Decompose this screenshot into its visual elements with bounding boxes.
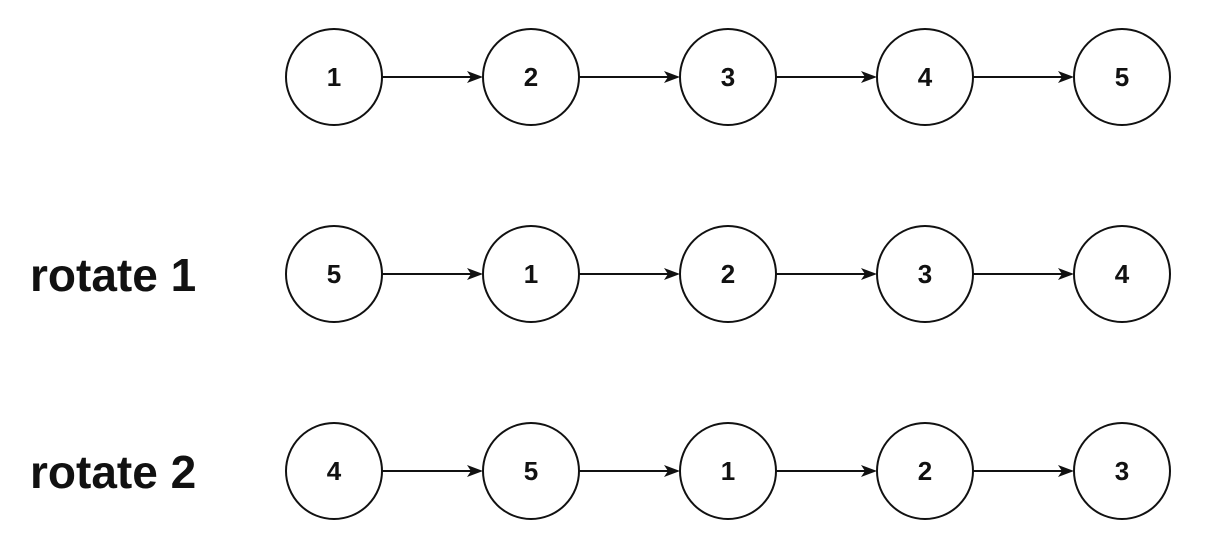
- list-row-1: 1 2 3 4 5: [285, 28, 1171, 126]
- list-node: 3: [679, 28, 777, 126]
- link-arrow: [973, 71, 1074, 83]
- arrow-head: [861, 71, 877, 83]
- node-value: 4: [918, 62, 933, 92]
- node-circle: [1073, 225, 1171, 323]
- list-node: 5: [482, 422, 580, 520]
- node-circle: [876, 28, 974, 126]
- link-arrow: [579, 465, 680, 477]
- node-value: 4: [1115, 259, 1130, 289]
- node-circle: [285, 28, 383, 126]
- node-value: 2: [524, 62, 538, 92]
- list-node: 2: [876, 422, 974, 520]
- arrow-head: [664, 71, 680, 83]
- arrow-head: [861, 268, 877, 280]
- list-node: 2: [482, 28, 580, 126]
- list-node: 4: [876, 28, 974, 126]
- arrow-head: [861, 465, 877, 477]
- link-arrow: [382, 71, 483, 83]
- list-node: 5: [1073, 28, 1171, 126]
- link-arrow: [776, 268, 877, 280]
- node-value: 1: [524, 259, 538, 289]
- node-circle: [1073, 422, 1171, 520]
- list-node: 4: [285, 422, 383, 520]
- link-arrow: [973, 268, 1074, 280]
- list-node: 4: [1073, 225, 1171, 323]
- node-value: 1: [721, 456, 735, 486]
- node-circle: [679, 422, 777, 520]
- link-arrow: [776, 465, 877, 477]
- list-node: 3: [1073, 422, 1171, 520]
- node-value: 5: [524, 456, 538, 486]
- list-node: 1: [482, 225, 580, 323]
- node-circle: [876, 422, 974, 520]
- node-circle: [482, 225, 580, 323]
- node-value: 3: [1115, 456, 1129, 486]
- node-circle: [285, 225, 383, 323]
- rows-layer: 1 2 3 4 5 rotate 1 5 1 2 3 4 rotate 2 4 5 1 2 3: [30, 28, 1171, 520]
- node-circle: [482, 28, 580, 126]
- link-arrow: [973, 465, 1074, 477]
- node-circle: [876, 225, 974, 323]
- link-arrow: [382, 465, 483, 477]
- node-circle: [482, 422, 580, 520]
- arrow-head: [467, 71, 483, 83]
- node-value: 3: [918, 259, 932, 289]
- arrow-head: [1058, 465, 1074, 477]
- list-node: 2: [679, 225, 777, 323]
- arrow-head: [467, 465, 483, 477]
- arrow-head: [664, 268, 680, 280]
- list-node: 5: [285, 225, 383, 323]
- link-arrow: [776, 71, 877, 83]
- list-node: 1: [679, 422, 777, 520]
- row-label: rotate 2: [30, 446, 196, 498]
- node-value: 2: [721, 259, 735, 289]
- arrow-head: [1058, 71, 1074, 83]
- node-value: 5: [327, 259, 341, 289]
- node-value: 5: [1115, 62, 1129, 92]
- list-node: 3: [876, 225, 974, 323]
- node-circle: [679, 225, 777, 323]
- list-row-2: rotate 1 5 1 2 3 4: [30, 225, 1171, 323]
- node-value: 1: [327, 62, 341, 92]
- list-node: 1: [285, 28, 383, 126]
- link-arrow: [579, 268, 680, 280]
- arrow-head: [467, 268, 483, 280]
- node-circle: [1073, 28, 1171, 126]
- arrow-head: [664, 465, 680, 477]
- link-arrow: [382, 268, 483, 280]
- node-circle: [285, 422, 383, 520]
- node-circle: [679, 28, 777, 126]
- link-arrow: [579, 71, 680, 83]
- arrow-head: [1058, 268, 1074, 280]
- list-row-3: rotate 2 4 5 1 2 3: [30, 422, 1171, 520]
- node-value: 3: [721, 62, 735, 92]
- node-value: 4: [327, 456, 342, 486]
- row-label: rotate 1: [30, 249, 196, 301]
- node-value: 2: [918, 456, 932, 486]
